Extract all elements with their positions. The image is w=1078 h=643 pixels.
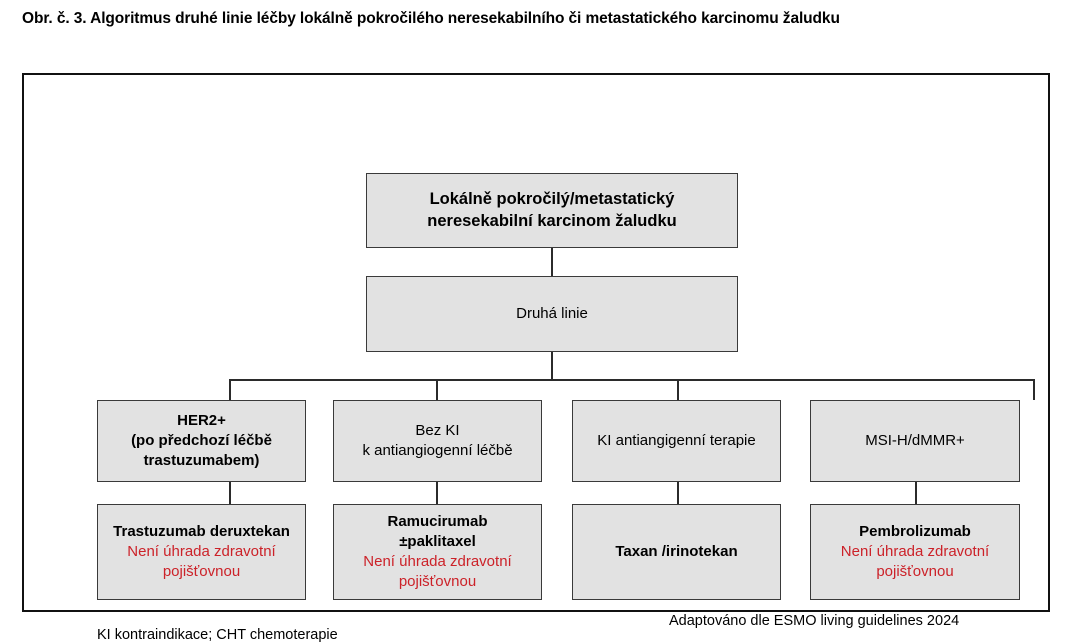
node-treatment-1-drug-line1: Ramucirumab [387,513,488,531]
connector-criteria-0-to-treatment-0 [229,482,231,504]
node-criteria-2-line1: KI antiangigenní terapie [597,432,756,450]
connector-bus-to-criteria-0 [229,379,231,400]
node-criteria-0-line3: trastuzumabem) [143,451,260,469]
figure-title: Obr. č. 3. Algoritmus druhé linie léčby … [22,10,840,27]
connector-criteria-1-to-treatment-1 [436,482,438,504]
node-criteria-1-line1: Bez KI [415,422,460,440]
node-diagnosis-root: Lokálně pokročilý/metastatický neresekab… [366,173,738,248]
node-treatment-trastuzumab-deruxtekan: Trastuzumab deruxtekan Není úhrada zdrav… [97,504,306,600]
node-treatment-pembrolizumab: Pembrolizumab Není úhrada zdravotní poji… [810,504,1020,600]
node-treatment-1-drug-line2: ±paklitaxel [399,533,476,551]
node-treatment-1-note-line2: pojišťovnou [398,572,477,590]
node-treatment-1-note-line1: Není úhrada zdravotní [363,553,512,570]
node-second-line: Druhá linie [366,276,738,352]
node-treatment-taxan-irinotekan: Taxan /irinotekan [572,504,781,600]
node-criteria-1-line2: k antiangiogenní léčbě [362,442,513,459]
node-treatment-3-drug: Pembrolizumab [859,523,971,541]
node-treatment-0-drug: Trastuzumab deruxtekan [113,523,290,541]
node-criteria-contraindication-antiangiogenic: KI antiangigenní terapie [572,400,781,482]
connector-root-to-second-line [551,248,553,276]
node-treatment-ramucirumab: Ramucirumab ±paklitaxel Není úhrada zdra… [333,504,542,600]
node-treatment-3-note-line1: Není úhrada zdravotní [840,543,990,561]
footnote-source: Adaptováno dle ESMO living guidelines 20… [669,613,960,629]
node-diagnosis-root-line2: neresekabilní karcinom žaludku [427,211,677,230]
node-treatment-2-drug: Taxan /irinotekan [615,543,738,561]
node-criteria-no-contraindication: Bez KI k antiangiogenní léčbě [333,400,542,482]
footnote-abbreviations: KI kontraindikace; CHT chemoterapie [97,627,338,643]
node-second-line-label: Druhá linie [516,305,588,323]
node-criteria-msi-h-dmmr: MSI-H/dMMR+ [810,400,1020,482]
connector-distribution-bus [229,379,1035,381]
connector-second-line-to-bus [551,352,553,381]
node-treatment-0-note-line2: pojišťovnou [162,562,241,580]
flowchart-frame: Lokálně pokročilý/metastatický neresekab… [22,73,1050,643]
connector-bus-to-criteria-1 [436,379,438,400]
node-treatment-3-note-line2: pojišťovnou [876,562,954,580]
connector-criteria-3-to-treatment-3 [915,482,917,504]
node-criteria-0-line2: (po předchozí léčbě [131,432,272,450]
figure-container: Obr. č. 3. Algoritmus druhé linie léčby … [22,10,1050,643]
node-criteria-her2-positive: HER2+ (po předchozí léčbě trastuzumabem) [97,400,306,482]
connector-bus-to-criteria-2 [677,379,679,400]
node-diagnosis-root-line1: Lokálně pokročilý/metastatický [429,189,675,208]
connector-criteria-2-to-treatment-2 [677,482,679,504]
node-criteria-0-line1: HER2+ [177,412,226,430]
node-criteria-3-line1: MSI-H/dMMR+ [865,432,965,450]
node-treatment-0-note-line1: Není úhrada zdravotní [127,543,276,561]
connector-bus-to-criteria-3 [1033,379,1035,400]
